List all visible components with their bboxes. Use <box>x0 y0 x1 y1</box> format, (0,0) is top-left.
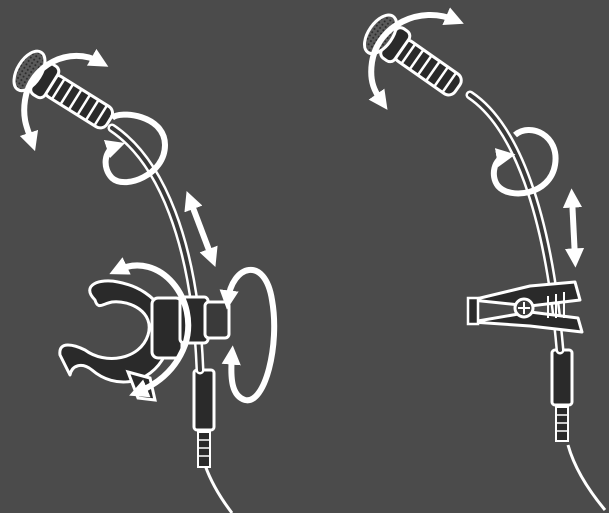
right-microphone-assembly <box>363 7 607 511</box>
capsule-rotate-arrow <box>368 7 464 110</box>
gooseneck-rotate-arrow <box>102 111 169 186</box>
spring-clip <box>466 280 584 334</box>
cable-connector <box>192 368 216 468</box>
cable <box>566 444 607 511</box>
left-microphone-assembly <box>12 48 278 513</box>
cable <box>203 464 234 513</box>
gooseneck-rotate-arrow <box>490 127 559 197</box>
cable-connector <box>550 348 574 442</box>
gooseneck-slide-arrow <box>184 191 218 267</box>
clamp-rotate-arrow <box>109 257 192 398</box>
gooseneck-slide-arrow <box>562 188 585 268</box>
joint-rotate-arrow <box>219 266 278 404</box>
rim-clamp <box>58 279 184 402</box>
capsule-rotate-arrow <box>19 48 109 152</box>
